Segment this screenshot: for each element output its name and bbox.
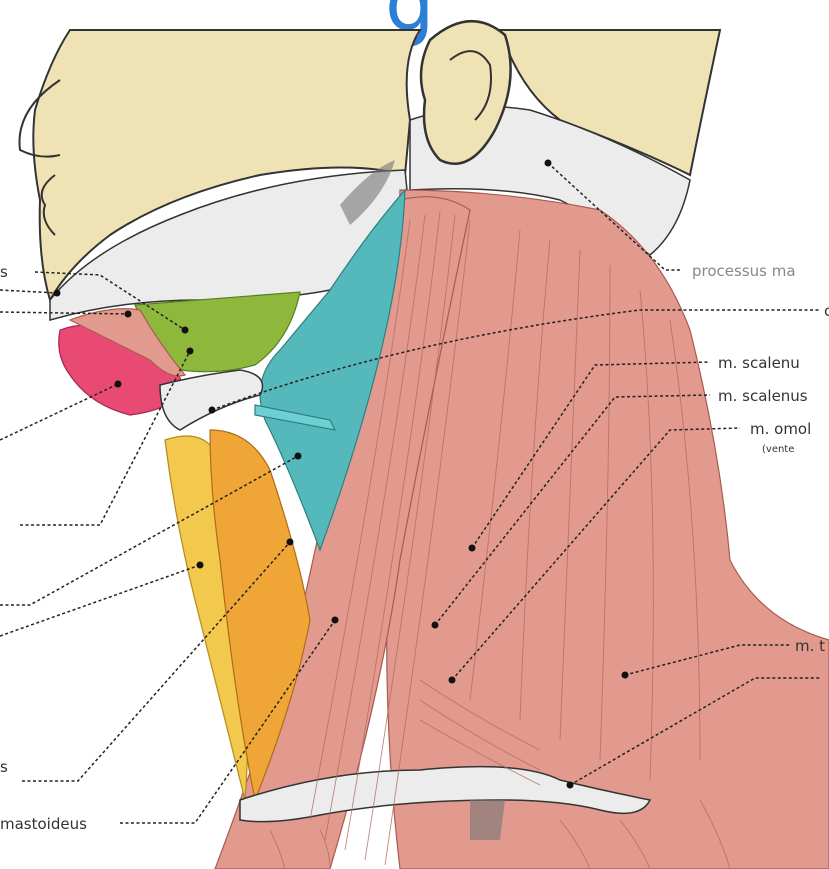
shadow-2 bbox=[470, 800, 505, 840]
label-processus-mastoideus: processus ma bbox=[692, 262, 796, 280]
label-omohyoideus-sub: (vente bbox=[762, 444, 794, 455]
label-scalenus-2: m. scalenus bbox=[718, 387, 808, 405]
label-sternocleidomastoideus: mastoideus bbox=[0, 815, 87, 833]
label-clavicula: c bbox=[824, 302, 829, 320]
label-scalenus-1: m. scalenu bbox=[718, 354, 800, 372]
label-left-s: s bbox=[0, 263, 8, 281]
label-trapezius: m. t bbox=[795, 637, 825, 655]
label-omohyoideus: m. omol bbox=[750, 420, 811, 438]
label-left-bottom-s: s bbox=[0, 758, 8, 776]
